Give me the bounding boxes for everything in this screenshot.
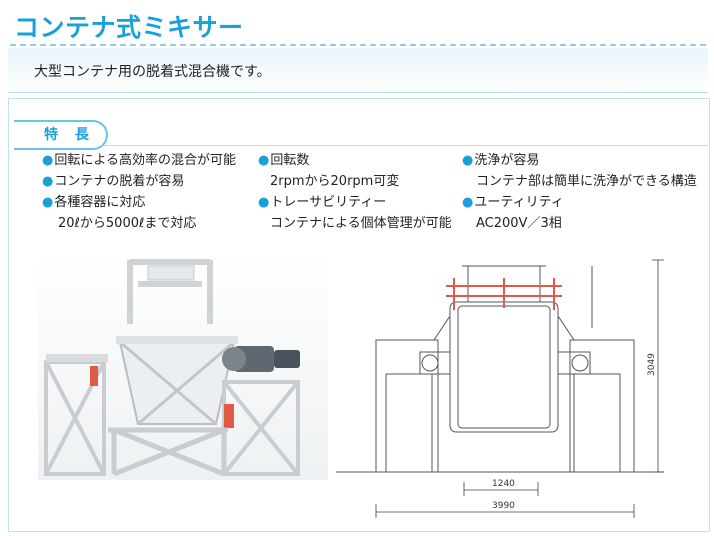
- mixer-photo: [38, 254, 328, 480]
- page-title: コンテナ式ミキサー: [14, 13, 244, 42]
- feature-item: ●各種容器に対応: [42, 195, 145, 211]
- feature-detail: コンテナによる個体管理が可能: [270, 216, 452, 231]
- features-divider: [104, 145, 708, 146]
- feature-item: ●回転による高効率の混合が可能: [42, 153, 236, 169]
- feature-title: 各種容器に対応: [54, 195, 146, 210]
- bullet-icon: ●: [462, 153, 474, 168]
- feature-detail: AC200V／3相: [476, 216, 562, 231]
- feature-item: ●ユーティリティ: [462, 195, 564, 211]
- inner-width-dimension-label: 1240: [492, 479, 515, 489]
- feature-item: ●回転数: [258, 153, 309, 169]
- overall-width-dimension-label: 3990: [492, 501, 515, 511]
- feature-title: トレーサビリティー: [270, 195, 387, 210]
- bullet-icon: ●: [462, 195, 474, 210]
- bullet-icon: ●: [42, 195, 54, 210]
- feature-title: 回転数: [270, 153, 310, 168]
- feature-detail: コンテナ部は簡単に洗浄ができる構造: [476, 174, 697, 189]
- features-tab: [14, 120, 108, 150]
- feature-title: コンテナの脱着が容易: [54, 174, 185, 189]
- feature-item: ●洗浄が容易: [462, 153, 539, 169]
- bullet-icon: ●: [42, 174, 54, 189]
- height-dimension-label: 3049: [647, 353, 657, 376]
- title-divider: [10, 44, 706, 46]
- feature-title: 回転による高効率の混合が可能: [54, 153, 236, 168]
- feature-item: ●コンテナの脱着が容易: [42, 174, 184, 190]
- bullet-icon: ●: [258, 195, 270, 210]
- feature-detail: 2rpmから20rpm可変: [270, 174, 400, 189]
- feature-title: 洗浄が容易: [474, 153, 540, 168]
- product-description: 大型コンテナ用の脱着式混合機です。: [34, 64, 271, 80]
- bullet-icon: ●: [42, 153, 54, 168]
- features-tab-label: 特 長: [44, 127, 95, 143]
- dimension-drawing: 3049 1240 3990: [336, 259, 664, 518]
- bullet-icon: ●: [258, 153, 270, 168]
- feature-title: ユーティリティ: [474, 195, 564, 210]
- feature-detail: 20ℓから5000ℓまで対応: [58, 216, 197, 231]
- description-band: [8, 48, 708, 93]
- feature-item: ●トレーサビリティー: [258, 195, 386, 211]
